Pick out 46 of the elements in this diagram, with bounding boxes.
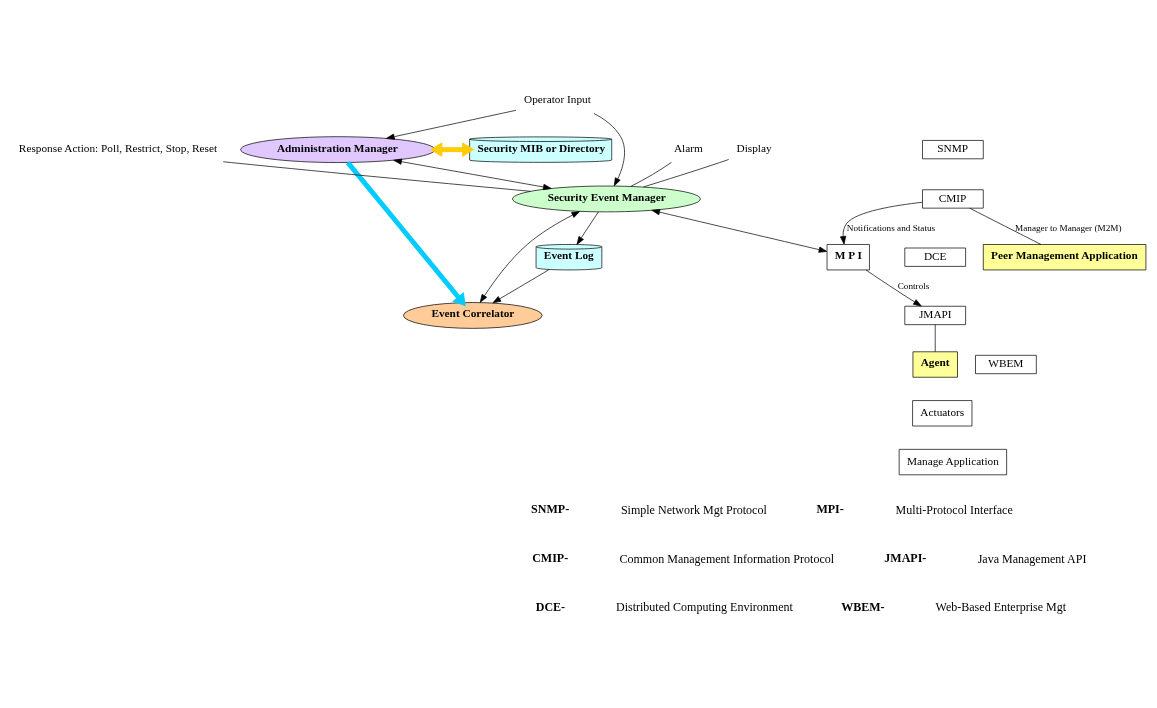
label: SNMP-: [531, 501, 570, 516]
node-box: Agent: [912, 350, 958, 378]
label: Java Management API: [977, 551, 1087, 566]
node-box: CMIP: [922, 188, 984, 208]
node-ellipse: Event Correlator: [403, 301, 543, 329]
node-box: Manage Application: [898, 448, 1007, 475]
connector: [643, 158, 730, 187]
node-text: Operator Input: [524, 92, 591, 105]
arrow: [651, 208, 828, 253]
node-text: Response Action: Poll, Restrict, Stop, Reset: [18, 141, 218, 154]
label: JMAPI-: [884, 550, 927, 565]
label: Simple Network Mgt Protocol: [620, 502, 767, 517]
edge-label: Notifications and Status: [846, 222, 936, 233]
arrow: [492, 268, 550, 303]
edge-label: Manager to Manager (M2M): [1015, 222, 1122, 233]
arrow: [479, 210, 580, 303]
label: CMIP-: [532, 550, 569, 565]
label: Multi-Protocol Interface: [895, 502, 1013, 517]
arrow: [346, 160, 466, 306]
connector: [222, 160, 531, 192]
node-text: Display: [736, 141, 772, 154]
label: Web-Based Enterprise Mgt: [935, 599, 1067, 614]
node-box: Actuators: [912, 399, 973, 426]
label: Distributed Computing Environment: [615, 599, 793, 614]
arrow: [593, 112, 625, 186]
arrow: [576, 211, 599, 245]
connector: [934, 323, 936, 352]
node-box: M P I: [826, 243, 870, 270]
node-box: JMAPI: [904, 305, 966, 325]
node-text: Alarm: [673, 141, 703, 154]
node-box: DCE: [904, 247, 966, 267]
arrow: [865, 269, 922, 306]
label: DCE-: [535, 599, 566, 614]
label: MPI-: [816, 501, 844, 516]
arrow: [430, 141, 475, 157]
arrow: [393, 158, 552, 190]
connector: [630, 161, 672, 187]
node-box: Peer Management Application: [982, 243, 1147, 270]
connector: [969, 207, 1042, 245]
label: Common Management Information Protocol: [619, 551, 835, 566]
edge-label: Controls: [897, 280, 930, 291]
arrow: [386, 109, 517, 140]
label: WBEM-: [841, 599, 885, 614]
node-box: SNMP: [922, 139, 984, 159]
node-box: WBEM: [975, 354, 1037, 374]
arrow: [840, 201, 923, 245]
